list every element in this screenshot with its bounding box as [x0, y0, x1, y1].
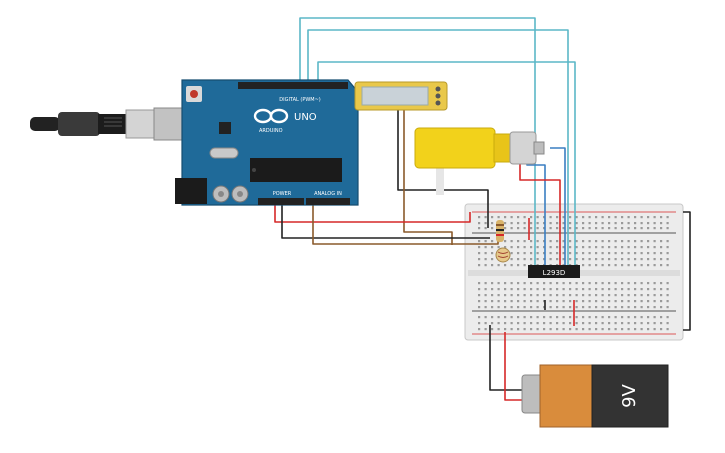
crystal [209, 147, 239, 159]
capacitor-icon [212, 185, 249, 203]
wire-motor-c [550, 147, 566, 270]
battery-icon: 9V [521, 364, 669, 428]
wire-5v [274, 205, 471, 223]
wire-battery-neg [489, 325, 525, 391]
power-label: POWER [273, 191, 292, 197]
reset-button-icon[interactable] [186, 86, 202, 102]
wire-battery-pos [504, 332, 525, 401]
wire-digital-3 [317, 61, 576, 270]
arduino-board: DIGITAL (PWM~) UNO ARDUINO POWER ANALO [175, 79, 359, 206]
wire-motor-b [519, 160, 561, 270]
motor-driver-chip: L293D [528, 265, 580, 278]
usb-cable-icon [30, 107, 193, 141]
motor-driver-label: L293D [543, 269, 566, 277]
digital-label: DIGITAL (PWM~) [279, 97, 321, 103]
analog-label: ANALOG IN [314, 191, 342, 197]
wire-rail-jumper [683, 211, 691, 331]
model-label: UNO [294, 112, 317, 123]
chip-icon [250, 158, 342, 182]
dc-motor-icon [414, 127, 545, 195]
lcd-icon [354, 81, 448, 111]
battery-label: 9V [619, 383, 640, 407]
power-jack [175, 178, 207, 204]
breadboard-holes [478, 216, 669, 331]
infinity-logo-icon [253, 108, 289, 124]
brand-label: ARDUINO [259, 128, 283, 134]
wire-digital-2 [307, 29, 569, 270]
wire-gnd [281, 205, 490, 239]
photoresistor-icon [495, 247, 511, 263]
resistor-icon [496, 220, 504, 242]
usb-chip [219, 122, 231, 134]
